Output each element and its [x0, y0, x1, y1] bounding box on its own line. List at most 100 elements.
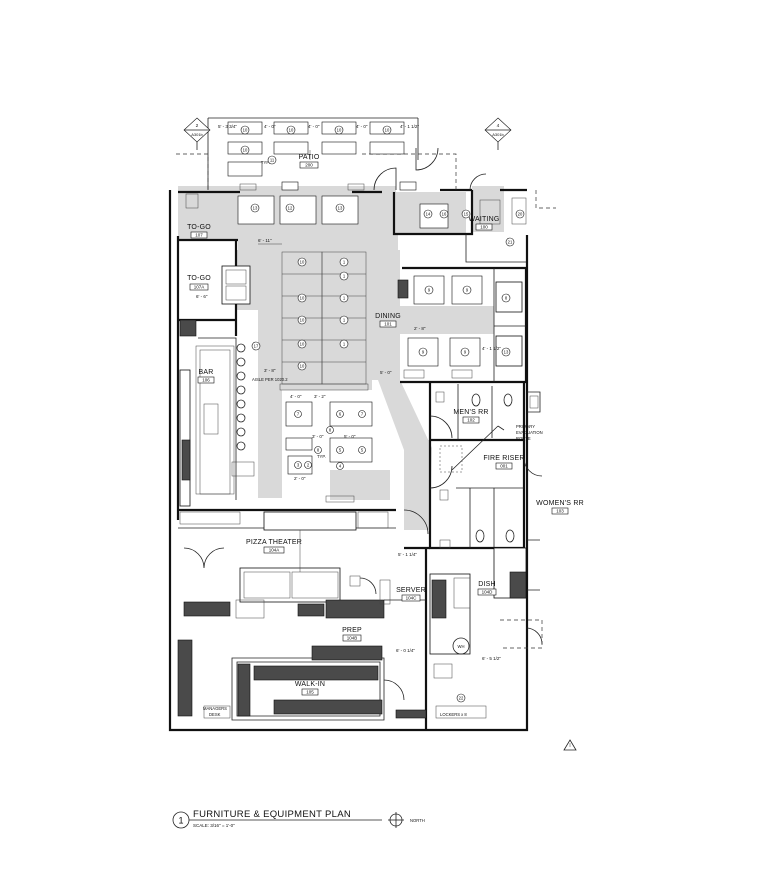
svg-text:104C: 104C [406, 596, 418, 601]
svg-text:MANAGERS: MANAGERS [203, 706, 227, 711]
svg-text:DINING: DINING [375, 313, 401, 320]
equipment-tags: 10 10 10 10 11 10 12 13 13 9 9 8 9 13 9 … [240, 125, 525, 703]
patio-tags: 10 10 10 10 11 10 12 13 [240, 125, 392, 213]
svg-text:107A: 107A [194, 285, 205, 290]
svg-text:PIZZA THEATER: PIZZA THEATER [246, 539, 302, 546]
svg-text:TO-GO: TO-GO [187, 224, 211, 231]
svg-text:2' - 0": 2' - 0" [294, 476, 306, 481]
svg-text:101: 101 [384, 322, 392, 327]
room-bar: BAR 106 [197, 369, 215, 384]
svg-text:9: 9 [466, 288, 469, 293]
svg-text:104B: 104B [347, 636, 358, 641]
section-marker-right: 4 A301b [484, 117, 512, 150]
door-swings [183, 147, 543, 701]
svg-text:9: 9 [428, 288, 431, 293]
svg-text:12: 12 [288, 206, 293, 211]
center-booth-run [279, 251, 369, 391]
svg-text:5' - 0": 5' - 0" [344, 434, 356, 439]
svg-text:AISLE PER 1020.2: AISLE PER 1020.2 [252, 377, 288, 382]
svg-text:4' - 0": 4' - 0" [264, 124, 276, 129]
svg-text:WALK-IN: WALK-IN [295, 681, 325, 688]
svg-text:10: 10 [300, 260, 305, 265]
room-fire-riser: FIRE RISER 001 [483, 455, 524, 470]
svg-text:4' - 0": 4' - 0" [308, 124, 320, 129]
drawing-number: 1 [178, 816, 183, 826]
svg-text:13: 13 [253, 206, 258, 211]
svg-text:1: 1 [343, 318, 346, 323]
svg-text:4' - 0": 4' - 0" [290, 394, 302, 399]
svg-text:5' - 1 1/4": 5' - 1 1/4" [398, 552, 417, 557]
svg-text:TO-GO: TO-GO [187, 275, 211, 282]
svg-text:2: 2 [196, 123, 199, 129]
room-server: SERVER 104C [396, 587, 426, 602]
svg-text:MEN'S RR: MEN'S RR [453, 409, 488, 416]
svg-text:4' - 0": 4' - 0" [356, 124, 368, 129]
svg-text:WH: WH [458, 644, 465, 649]
svg-text:WAITING: WAITING [468, 216, 499, 223]
room-togo-a: TO-GO 107A [187, 275, 211, 291]
svg-text:FIRE RISER: FIRE RISER [483, 455, 524, 462]
svg-text:10: 10 [385, 128, 390, 133]
svg-text:7: 7 [297, 412, 300, 417]
svg-text:6: 6 [339, 412, 342, 417]
north-label: NORTH [410, 818, 425, 823]
svg-text:001: 001 [500, 464, 508, 469]
svg-text:16: 16 [442, 212, 447, 217]
svg-text:13: 13 [504, 350, 509, 355]
svg-text:10: 10 [337, 128, 342, 133]
svg-text:103: 103 [556, 509, 564, 514]
svg-text:10: 10 [300, 296, 305, 301]
svg-text:15: 15 [464, 212, 469, 217]
svg-text:10: 10 [243, 128, 248, 133]
svg-text:17: 17 [254, 344, 259, 349]
svg-text:5: 5 [339, 448, 342, 453]
right-booth-sets [397, 275, 523, 379]
kitchen-equipment [177, 511, 527, 719]
svg-text:10: 10 [300, 364, 305, 369]
room-mens-rr: MEN'S RR 102 [453, 409, 488, 424]
svg-text:5' - 3 3/4": 5' - 3 3/4" [218, 124, 237, 129]
revision-triangle-icon [563, 739, 577, 751]
svg-text:WOMEN'S RR: WOMEN'S RR [536, 500, 584, 507]
bar-tags: 17 [251, 341, 261, 351]
svg-text:3' - 0": 3' - 0" [312, 434, 324, 439]
svg-text:BAR: BAR [199, 369, 214, 376]
svg-text:102: 102 [467, 418, 475, 423]
room-walk-in: WALK-IN 105 [295, 681, 325, 696]
restroom-fixtures [435, 391, 539, 549]
svg-text:20: 20 [518, 212, 523, 217]
svg-text:3' - 2": 3' - 2" [314, 394, 326, 399]
section-marker-left: 2 A301b [183, 117, 211, 150]
svg-text:5: 5 [361, 448, 364, 453]
svg-text:LOCKERS x 8: LOCKERS x 8 [440, 712, 467, 717]
room-prep: PREP 104B [342, 627, 362, 642]
svg-text:107: 107 [195, 233, 203, 238]
svg-text:9: 9 [464, 350, 467, 355]
svg-text:4: 4 [339, 464, 342, 469]
svg-text:1: 1 [343, 274, 346, 279]
svg-text:100: 100 [480, 225, 488, 230]
svg-text:10: 10 [243, 148, 248, 153]
circulation-zones [178, 186, 504, 530]
svg-text:1: 1 [343, 296, 346, 301]
svg-text:7: 7 [361, 412, 364, 417]
svg-text:A301b: A301b [191, 132, 203, 137]
room-dining: DINING 101 [375, 313, 401, 328]
svg-text:6' - 6": 6' - 6" [196, 294, 208, 299]
svg-text:106: 106 [202, 378, 210, 383]
room-patio: PATIO 200 [299, 154, 320, 169]
svg-text:10: 10 [300, 318, 305, 323]
svg-text:6' - 0 1/4": 6' - 0 1/4" [396, 648, 415, 653]
svg-text:200: 200 [305, 163, 313, 168]
booth-tags: 13 9 9 8 9 13 9 [335, 203, 511, 357]
dining-right-tags: 1 1 1 1 1 [339, 257, 349, 349]
dining-furniture [279, 197, 527, 503]
svg-text:DISH: DISH [478, 581, 496, 588]
svg-text:EVACUATION: EVACUATION [516, 430, 543, 435]
north-arrow-icon: NORTH [388, 812, 425, 828]
svg-text:22: 22 [459, 696, 464, 701]
drawing-scale: SCALE: 3/16" = 1'-0" [193, 823, 235, 828]
room-dish: DISH 104D [477, 581, 497, 596]
svg-text:11: 11 [270, 158, 275, 163]
